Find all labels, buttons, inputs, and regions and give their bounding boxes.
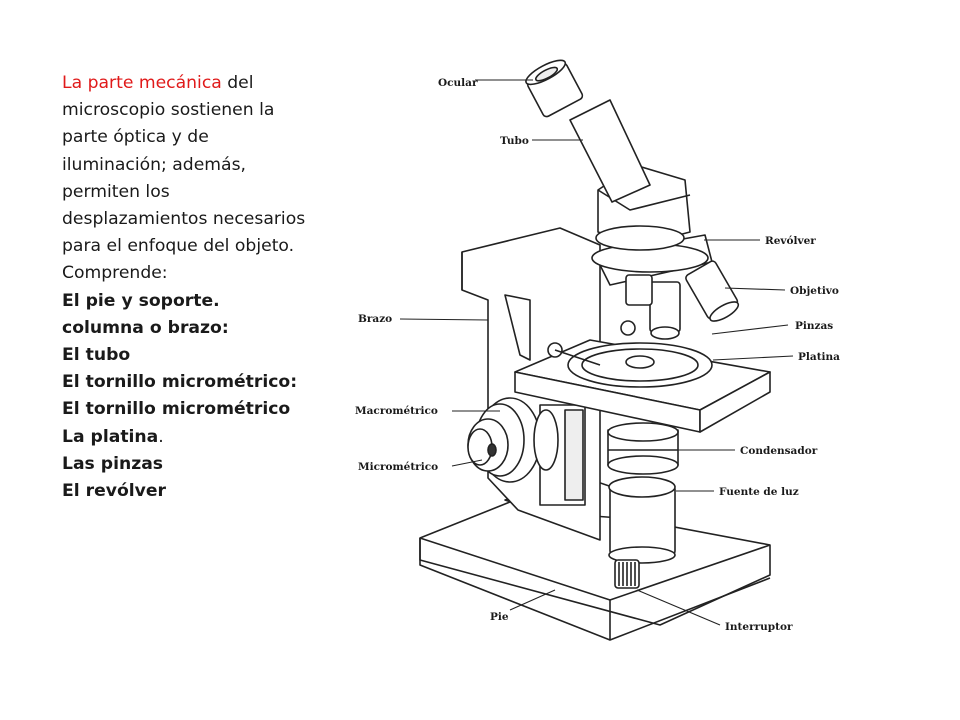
intro-line: Comprende: — [62, 263, 168, 284]
list-item: El revólver — [62, 481, 166, 502]
tube — [525, 59, 651, 203]
intro-text: del — [221, 73, 254, 93]
label-interruptor: Interruptor — [725, 621, 793, 633]
list-item: El pie y soporte. — [62, 290, 220, 311]
light-source — [608, 476, 676, 564]
list-item: El tornillo micrométrico: — [62, 372, 298, 393]
nosepiece — [591, 234, 713, 286]
intro-line: parte óptica y de — [62, 127, 209, 148]
label-macrometrico: Macrométrico — [355, 405, 438, 417]
microscope-diagram: Ocular Tubo Revólver Objetivo Pinzas Pla… — [355, 59, 840, 641]
focus-knobs — [467, 397, 559, 483]
stage — [514, 339, 771, 433]
label-pinzas: Pinzas — [795, 320, 833, 332]
pillar-slot — [564, 409, 584, 501]
text-block: La parte mecánica del microscopio sostie… — [62, 70, 347, 505]
label-micrometrico: Micrométrico — [358, 461, 438, 473]
label-condensador: Condensador — [740, 445, 818, 457]
label-objetivo: Objetivo — [790, 285, 839, 297]
intro-line: permiten los — [62, 181, 170, 202]
label-revolver: Revólver — [765, 235, 816, 247]
objectives — [625, 260, 740, 340]
leader-lines — [399, 79, 794, 626]
list-item: El tornillo micrométrico — [62, 399, 291, 420]
intro-line: desplazamientos necesarios — [62, 209, 306, 230]
intro-line-1: La parte mecánica del — [62, 70, 347, 97]
label-platina: Platina — [798, 351, 840, 363]
list-item: columna o brazo: — [62, 317, 229, 338]
list-item-platina: La platina. — [62, 424, 347, 451]
intro-line: para el enfoque del objeto. — [62, 236, 295, 257]
intro-accent: La parte mecánica — [62, 73, 222, 93]
condenser — [607, 422, 679, 475]
label-tubo: Tubo — [500, 135, 529, 147]
label-brazo: Brazo — [358, 313, 392, 325]
intro-line: iluminación; además, — [62, 154, 246, 175]
list-item: La platina — [62, 426, 159, 447]
switch — [614, 559, 640, 589]
list-item: Las pinzas — [62, 453, 164, 474]
label-fuente-de-luz: Fuente de luz — [719, 486, 799, 498]
clips — [547, 320, 636, 366]
list-item-suffix: . — [158, 426, 164, 447]
label-ocular: Ocular — [438, 77, 478, 89]
intro-line: microscopio sostienen la — [62, 100, 275, 121]
list-item: El tubo — [62, 345, 131, 366]
label-pie: Pie — [490, 611, 509, 623]
